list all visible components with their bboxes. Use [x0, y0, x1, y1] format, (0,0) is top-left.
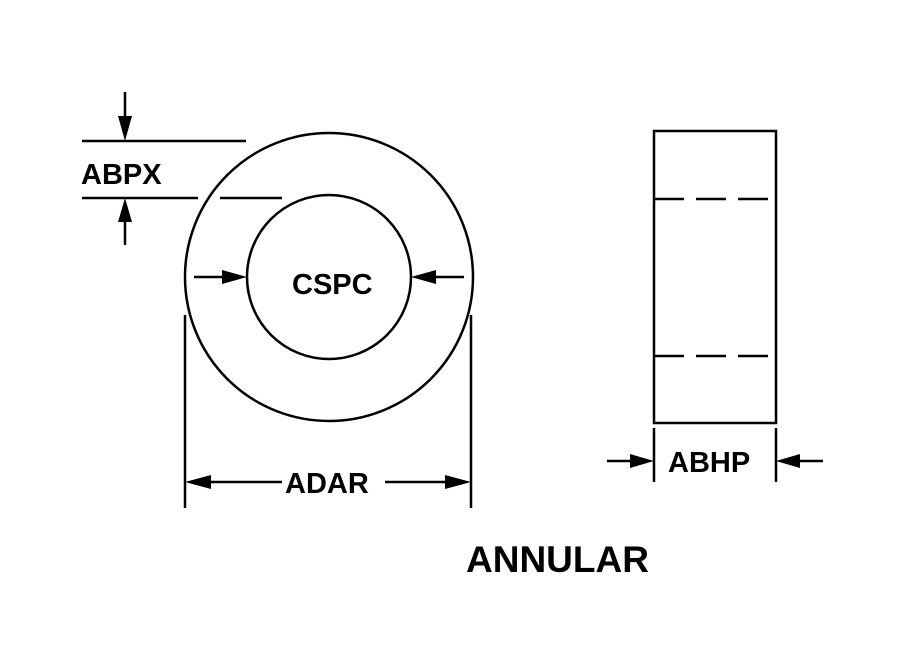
- abpx-arrow-bottom-head: [118, 198, 132, 222]
- abpx-label: ABPX: [81, 159, 162, 191]
- ring-side-view: [652, 129, 778, 425]
- cspc-arrow-left-head: [222, 270, 247, 284]
- abpx-dimension: ABPX: [81, 92, 282, 245]
- outer-circle: [183, 131, 475, 423]
- adar-arrow-right-head: [445, 475, 471, 489]
- cspc-dimension: CSPC: [194, 269, 464, 301]
- abhp-dimension: ABHP: [607, 428, 823, 482]
- adar-label: ADAR: [285, 468, 369, 500]
- adar-arrow-left-head: [185, 475, 211, 489]
- side-view-outline: [652, 129, 778, 425]
- shape-name-title: ANNULAR: [466, 539, 649, 580]
- cspc-arrow-right-head: [411, 270, 436, 284]
- abpx-arrow-top-head: [118, 116, 132, 141]
- abhp-arrow-left-head: [630, 454, 654, 468]
- abhp-arrow-right-head: [776, 454, 800, 468]
- abhp-label: ABHP: [668, 447, 750, 479]
- cspc-label: CSPC: [292, 269, 373, 301]
- adar-dimension: ADAR: [183, 315, 473, 508]
